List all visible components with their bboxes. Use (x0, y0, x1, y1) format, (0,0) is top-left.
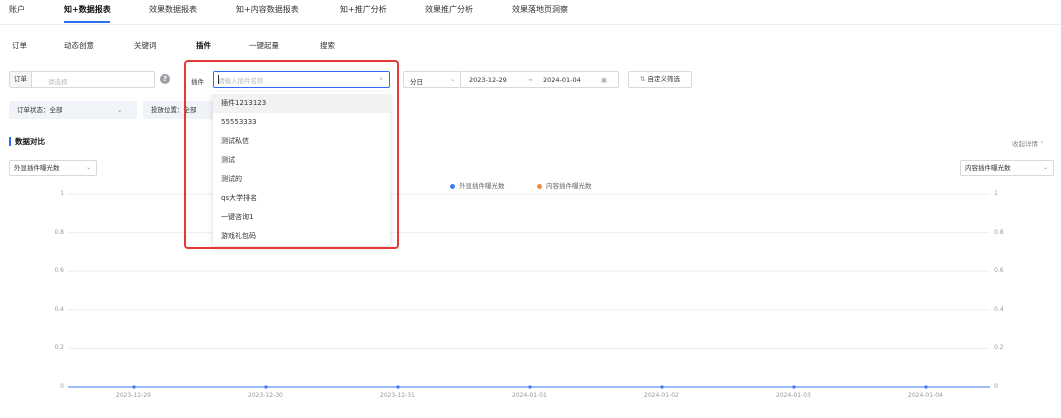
chevron-down-icon: ⌄ (450, 75, 456, 83)
right-metric-select[interactable]: 内容插件曝光数 ⌄ (960, 160, 1054, 176)
top-nav: 账户 知+数据报表 效果数据报表 知+内容数据报表 知+推广分析 效果推广分析 … (0, 0, 1061, 25)
order-select[interactable]: 订单 请选择 (9, 71, 155, 88)
order-status-value: 订单状态：全部 (17, 106, 63, 114)
x-tick-label: 2024-01-02 (644, 392, 679, 399)
custom-filter-button[interactable]: ⇅ 自定义筛选 (628, 71, 692, 88)
nav-zhi-data-report[interactable]: 知+数据报表 (64, 5, 111, 14)
collapse-label: 收起详情 (1012, 140, 1038, 148)
search-icon[interactable]: ⌕ (379, 75, 383, 83)
subtab-order[interactable]: 订单 (12, 41, 27, 50)
dropdown-option[interactable]: 测试私信 (221, 137, 249, 145)
subtab-plugin[interactable]: 插件 (196, 41, 211, 50)
legend-label: 内容插件曝光数 (546, 182, 592, 190)
nav-account[interactable]: 账户 (9, 5, 25, 14)
x-tick-label: 2023-12-31 (380, 392, 415, 399)
legend-item-content[interactable]: 内容插件曝光数 (537, 180, 592, 190)
data-point[interactable] (396, 385, 400, 389)
nav-zhi-promotion-analysis[interactable]: 知+推广分析 (340, 5, 387, 14)
calendar-icon: ▣ (601, 76, 608, 84)
dropdown-option[interactable]: 一键咨询1 (221, 213, 254, 221)
x-tick-label: 2024-01-03 (776, 392, 811, 399)
data-point[interactable] (132, 385, 136, 389)
collapse-details-link[interactable]: 收起详情 ˄ (1012, 138, 1043, 148)
legend-dot-blue (450, 183, 455, 189)
y-tick-label-left: 0 (60, 383, 64, 390)
plugin-label: 插件 (191, 78, 204, 86)
plugin-search-input[interactable]: 请输入插件名称 ⌕ (213, 71, 390, 88)
order-status-select[interactable]: 订单状态：全部 ⌄ (9, 101, 137, 119)
filter-icon: ⇅ (639, 75, 646, 83)
data-point[interactable] (660, 385, 664, 389)
y-tick-label-right: 0.2 (994, 344, 1004, 352)
y-tick-label-right: 0 (994, 383, 998, 390)
y-tick-label-left: 0.4 (54, 305, 64, 313)
chevron-down-icon: ⌄ (1042, 164, 1048, 171)
chevron-down-icon: ⌄ (117, 106, 123, 114)
chevron-down-icon: ⌄ (85, 164, 91, 171)
arrow-right-icon: → (527, 76, 533, 84)
dropdown-option[interactable]: 插件1213123 (213, 94, 390, 113)
text-cursor (218, 75, 219, 84)
y-tick-label-left: 1 (60, 190, 64, 197)
left-metric-value: 外显插件曝光数 (14, 164, 60, 172)
nav-content-data-report[interactable]: 知+内容数据报表 (236, 5, 299, 14)
subtab-search[interactable]: 搜索 (320, 41, 335, 50)
dropdown-option[interactable]: 测试的 (221, 175, 242, 183)
legend-item-external[interactable]: 外显插件曝光数 (450, 180, 505, 190)
active-tab-indicator (64, 21, 110, 23)
legend-label: 外显插件曝光数 (459, 182, 505, 190)
y-tick-label-right: 0.6 (994, 267, 1004, 275)
subtab-one-click-boost[interactable]: 一键起量 (249, 41, 279, 50)
question-circle-icon[interactable]: ? (160, 74, 170, 84)
left-metric-select[interactable]: 外显插件曝光数 ⌄ (9, 160, 97, 176)
x-tick-label: 2024-01-04 (908, 392, 943, 399)
data-point[interactable] (924, 385, 928, 389)
subtab-dynamic-creative[interactable]: 动态创意 (64, 41, 94, 50)
custom-filter-label: 自定义筛选 (647, 75, 681, 83)
dropdown-option[interactable]: 游戏礼包码 (221, 232, 256, 240)
order-placeholder: 请选择 (48, 78, 68, 86)
data-point[interactable] (528, 385, 532, 389)
y-tick-label-left: 0.2 (54, 344, 64, 352)
subtab-keyword[interactable]: 关键词 (134, 41, 157, 50)
placement-value: 投放位置：全部 (151, 106, 197, 114)
granularity-value: 分日 (410, 78, 423, 86)
legend-dot-orange (537, 183, 542, 189)
date-start[interactable]: 2023-12-29 (469, 76, 507, 84)
order-label: 订单 (10, 72, 32, 87)
nav-landing-page-insight[interactable]: 效果落地页洞察 (512, 5, 568, 14)
nav-effect-data-report[interactable]: 效果数据报表 (149, 5, 197, 14)
date-range-picker[interactable]: 2023-12-29 → 2024-01-04 ▣ (460, 71, 619, 88)
x-tick-label: 2023-12-29 (116, 392, 151, 399)
date-end[interactable]: 2024-01-04 (543, 76, 581, 84)
plugin-dropdown[interactable]: 插件1213123 55553333 测试私信 测试 测试的 qs大学排名 一键… (213, 92, 390, 246)
chevron-up-icon: ˄ (1040, 140, 1044, 148)
right-metric-value: 内容插件曝光数 (965, 164, 1011, 172)
y-tick-label-right: 1 (994, 190, 998, 197)
y-tick-label-right: 0.8 (994, 228, 1004, 236)
plugin-placeholder: 请输入插件名称 (218, 77, 264, 85)
dropdown-option[interactable]: 测试 (221, 156, 235, 164)
x-tick-label: 2024-01-01 (512, 392, 547, 399)
x-tick-label: 2023-12-30 (248, 392, 283, 399)
placement-select[interactable]: 投放位置：全部 (143, 101, 215, 119)
highlight-box (184, 60, 399, 249)
data-point[interactable] (264, 385, 268, 389)
section-title: 数据对比 (9, 137, 45, 146)
y-tick-label-left: 0.8 (54, 228, 64, 236)
data-point[interactable] (792, 385, 796, 389)
dropdown-option[interactable]: 55553333 (221, 118, 257, 126)
nav-effect-promotion-analysis[interactable]: 效果推广分析 (425, 5, 473, 14)
y-tick-label-right: 0.4 (994, 305, 1004, 313)
y-tick-label-left: 0.6 (54, 267, 64, 275)
dropdown-option[interactable]: qs大学排名 (221, 194, 258, 202)
